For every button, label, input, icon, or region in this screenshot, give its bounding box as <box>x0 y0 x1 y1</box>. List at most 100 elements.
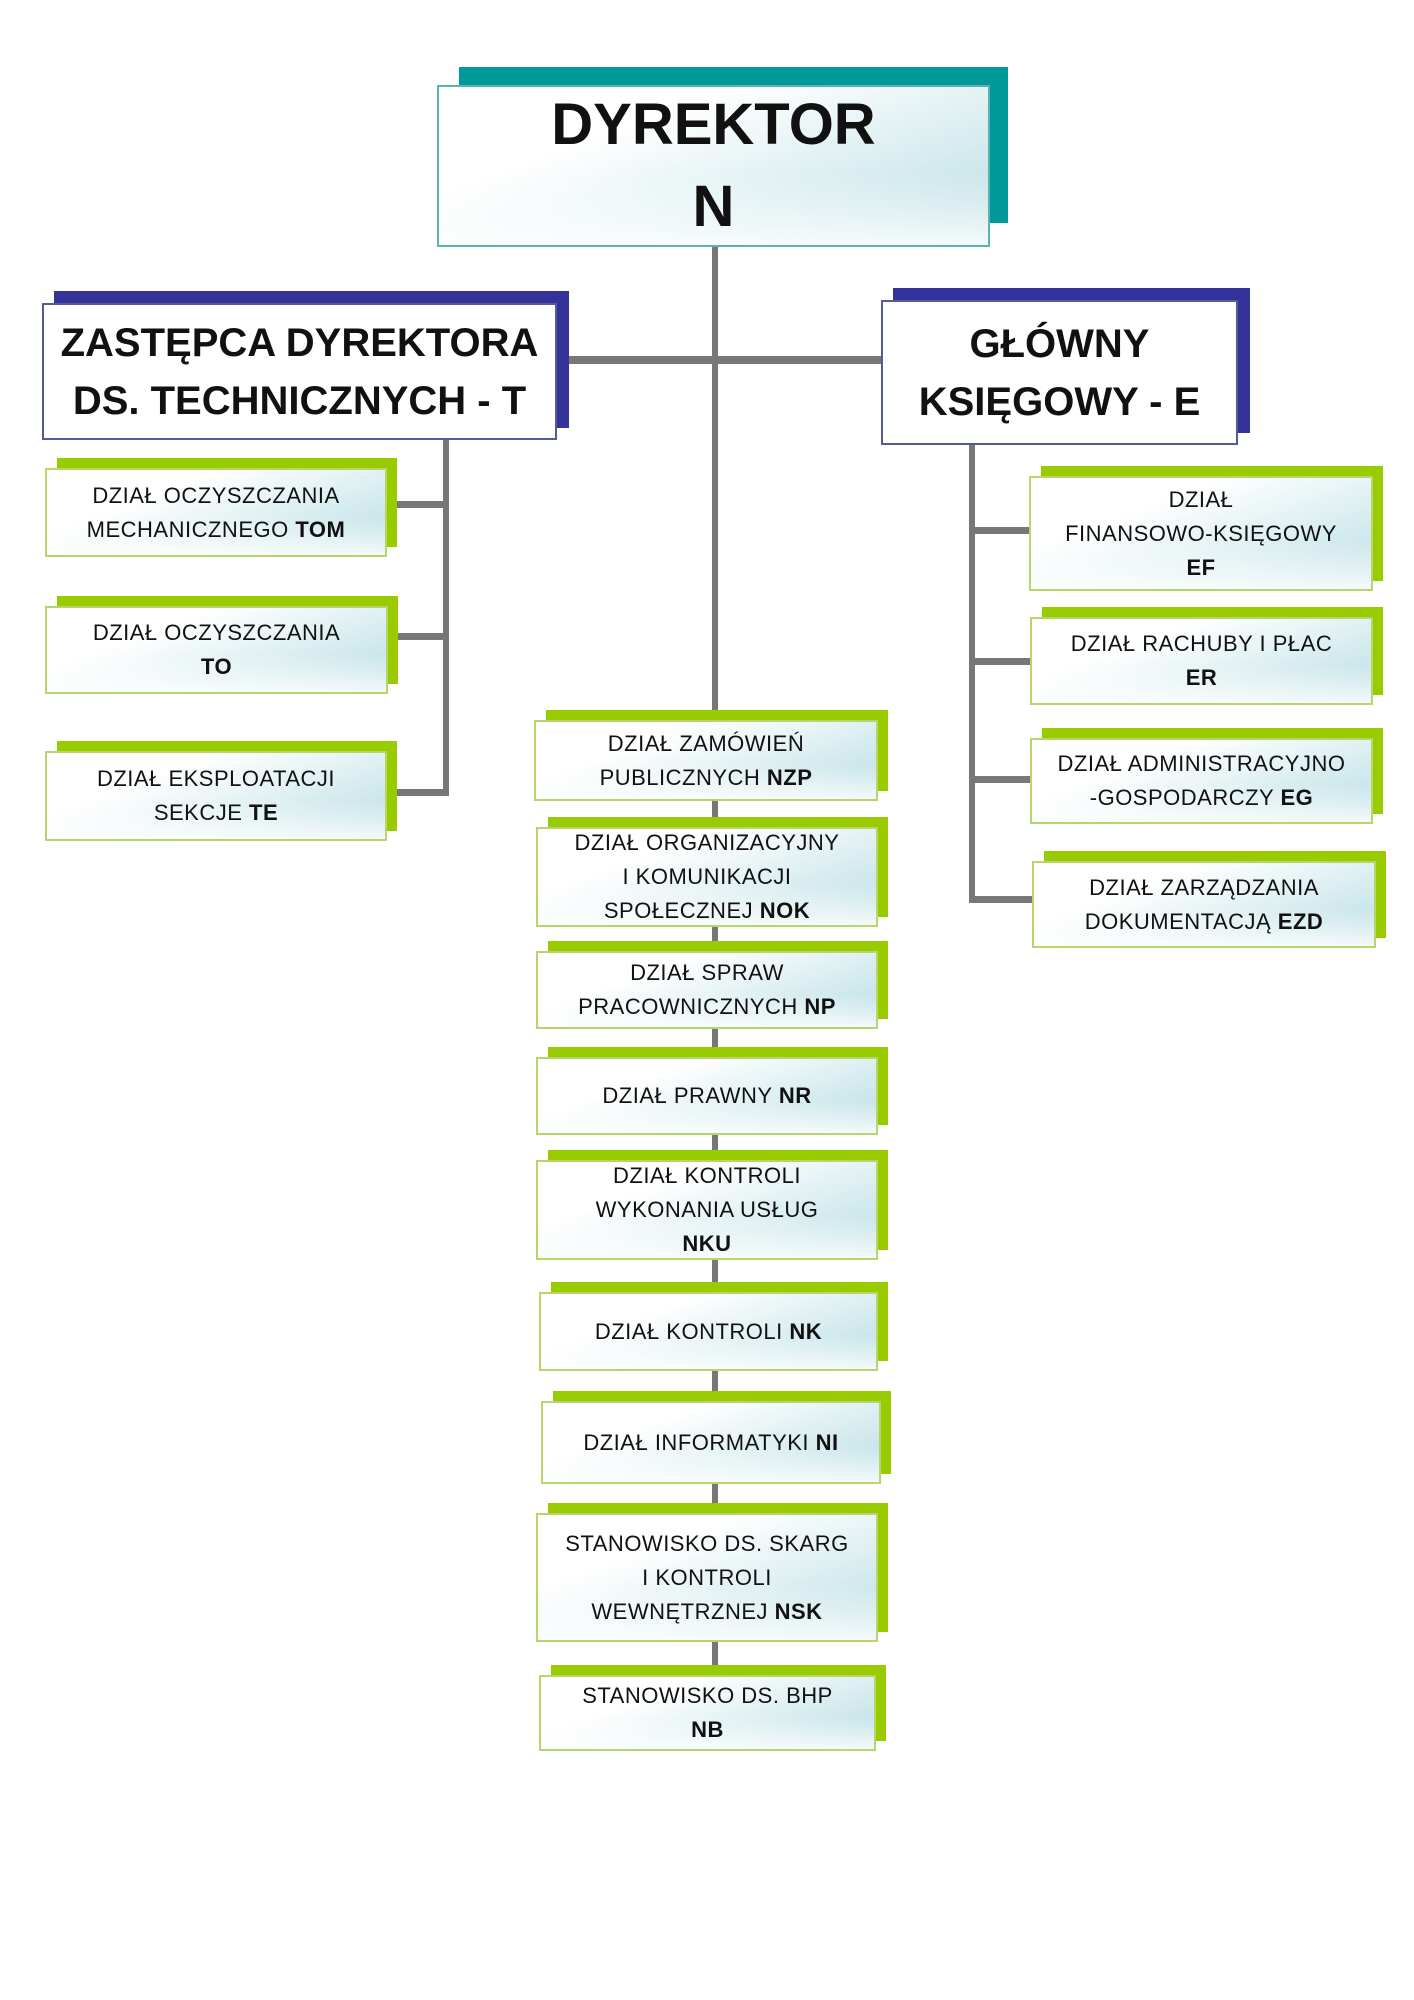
department-box: DZIAŁ KONTROLI WYKONANIA USŁUG NKU <box>536 1160 878 1260</box>
department-label-text: DZIAŁ INFORMATYKI <box>583 1429 816 1455</box>
department-box: DZIAŁ RACHUBY I PŁAC ER <box>1030 617 1373 705</box>
department-label-line: TO <box>201 650 232 684</box>
department-label-text: WEWNĘTRZNEJ <box>591 1598 775 1624</box>
department-label-text: MECHANICZNEGO <box>86 516 296 542</box>
department-code: TOM <box>295 516 346 542</box>
director-code: N <box>692 174 735 239</box>
department-box: DZIAŁ SPRAW PRACOWNICZNYCH NP <box>536 951 878 1029</box>
deputy-technical-box: ZASTĘPCA DYREKTORA DS. TECHNICZNYCH - T <box>42 303 557 440</box>
department-label-line: DOKUMENTACJĄ EZD <box>1085 905 1324 939</box>
department-code: TE <box>249 800 279 825</box>
department-node-tom: DZIAŁ OCZYSZCZANIA MECHANICZNEGO TOM <box>45 458 397 557</box>
department-label-line: DZIAŁ KONTROLI <box>613 1163 801 1188</box>
connector-te <box>387 789 447 796</box>
department-code: NR <box>778 1083 812 1108</box>
department-label-line: DZIAŁ EKSPLOATACJI <box>96 766 336 791</box>
connector-deputies-horizontal <box>557 356 883 364</box>
department-label-line: DZIAŁ <box>1168 486 1234 512</box>
department-label-line: STANOWISKO DS. SKARG <box>565 1530 849 1556</box>
department-label-line: DZIAŁ INFORMATYKI NI <box>583 1426 838 1460</box>
department-code: EF <box>1186 554 1216 580</box>
chief-accountant-line2: KSIĘGOWY - E <box>918 379 1201 424</box>
connector-eg <box>969 776 1031 783</box>
department-label-line: WEWNĘTRZNEJ NSK <box>591 1595 822 1629</box>
department-label-line: WYKONANIA USŁUG <box>595 1197 819 1222</box>
director-box: DYREKTOR N <box>437 85 990 247</box>
department-node-nb: STANOWISKO DS. BHP NB <box>539 1665 886 1751</box>
department-label-text: SEKCJE <box>153 800 250 825</box>
director-node: DYREKTOR N <box>437 67 1008 247</box>
department-box: DZIAŁ EKSPLOATACJI SEKCJE TE <box>45 751 387 841</box>
connector-technical-trunk <box>443 440 449 796</box>
department-label-line: EF <box>1186 551 1215 585</box>
department-node-nk: DZIAŁ KONTROLI NK <box>539 1282 888 1371</box>
department-label-text: SPOŁECZNEJ <box>603 898 760 923</box>
department-code: NZP <box>766 764 813 790</box>
department-box: DZIAŁ KONTROLI NK <box>539 1292 878 1371</box>
department-label-line: DZIAŁ ORGANIZACYJNY <box>574 830 840 855</box>
department-box: DZIAŁ OCZYSZCZANIA TO <box>45 606 388 694</box>
department-code: NSK <box>774 1598 823 1624</box>
department-box: DZIAŁ ADMINISTRACYJNO-GOSPODARCZY EG <box>1030 738 1373 824</box>
department-label-line: STANOWISKO DS. BHP <box>582 1683 833 1708</box>
department-label-line: SPOŁECZNEJ NOK <box>604 894 810 928</box>
department-box: DZIAŁ PRAWNY NR <box>536 1057 878 1135</box>
deputy-technical-line1: ZASTĘPCA DYREKTORA <box>60 320 539 365</box>
department-label-line: NB <box>691 1713 724 1747</box>
department-label-line: -GOSPODARCZY EG <box>1090 781 1313 815</box>
department-node-er: DZIAŁ RACHUBY I PŁAC ER <box>1030 607 1383 705</box>
connector-tom <box>387 501 447 508</box>
department-label-text: -GOSPODARCZY <box>1089 785 1281 810</box>
chief-accountant-line1: GŁÓWNY <box>969 321 1150 366</box>
department-code: NK <box>789 1318 823 1344</box>
connector-to <box>388 633 447 640</box>
department-node-ni: DZIAŁ INFORMATYKI NI <box>541 1391 891 1484</box>
department-node-eg: DZIAŁ ADMINISTRACYJNO-GOSPODARCZY EG <box>1030 728 1383 824</box>
department-label-line: DZIAŁ OCZYSZCZANIA <box>92 620 341 645</box>
department-label-text: DZIAŁ KONTROLI <box>594 1318 790 1344</box>
director-title: DYREKTOR <box>551 92 876 157</box>
department-box: DZIAŁ OCZYSZCZANIA MECHANICZNEGO TOM <box>45 468 387 557</box>
department-node-te: DZIAŁ EKSPLOATACJI SEKCJE TE <box>45 741 397 841</box>
department-box: DZIAŁ ZAMÓWIEŃ PUBLICZNYCH NZP <box>534 720 878 801</box>
department-node-nku: DZIAŁ KONTROLI WYKONANIA USŁUG NKU <box>536 1150 888 1260</box>
department-node-nzp: DZIAŁ ZAMÓWIEŃ PUBLICZNYCH NZP <box>534 710 888 801</box>
department-label-text: DZIAŁ PRAWNY <box>602 1083 779 1108</box>
department-label-line: ER <box>1186 661 1218 695</box>
department-node-np: DZIAŁ SPRAW PRACOWNICZNYCH NP <box>536 941 888 1029</box>
department-label-text: DOKUMENTACJĄ <box>1084 908 1278 934</box>
department-label-line: PUBLICZNYCH NZP <box>600 761 813 795</box>
department-label-text: PUBLICZNYCH <box>599 764 767 790</box>
department-label-line: MECHANICZNEGO TOM <box>87 513 346 547</box>
department-code: TO <box>200 654 233 679</box>
department-label-line: DZIAŁ ZAMÓWIEŃ <box>607 730 805 756</box>
department-node-to: DZIAŁ OCZYSZCZANIA TO <box>45 596 398 694</box>
deputy-technical-node: ZASTĘPCA DYREKTORA DS. TECHNICZNYCH - T <box>42 291 569 440</box>
connector-ezd <box>969 896 1033 903</box>
department-label-text: PRACOWNICZNYCH <box>578 994 805 1019</box>
department-code: NOK <box>759 898 811 923</box>
department-label-line: DZIAŁ PRAWNY NR <box>602 1079 811 1113</box>
department-label-line: PRACOWNICZNYCH NP <box>578 990 836 1024</box>
department-label-line: DZIAŁ SPRAW <box>630 960 784 985</box>
department-node-nr: DZIAŁ PRAWNY NR <box>536 1047 888 1135</box>
department-label-line: DZIAŁ RACHUBY I PŁAC <box>1070 631 1333 656</box>
deputy-technical-line2: DS. TECHNICZNYCH - T <box>72 378 527 423</box>
department-label-line: DZIAŁ OCZYSZCZANIA <box>92 482 340 508</box>
department-code: NB <box>691 1717 724 1742</box>
chief-accountant-node: GŁÓWNY KSIĘGOWY - E <box>881 288 1250 445</box>
department-box: DZIAŁ INFORMATYKI NI <box>541 1401 881 1484</box>
chief-accountant-box: GŁÓWNY KSIĘGOWY - E <box>881 300 1238 445</box>
department-label-line: NKU <box>682 1227 731 1261</box>
connector-finance-trunk <box>969 445 975 902</box>
department-code: NKU <box>682 1231 732 1256</box>
connector-er <box>969 658 1031 665</box>
department-code: EG <box>1280 785 1314 810</box>
department-box: STANOWISKO DS. BHP NB <box>539 1675 876 1751</box>
